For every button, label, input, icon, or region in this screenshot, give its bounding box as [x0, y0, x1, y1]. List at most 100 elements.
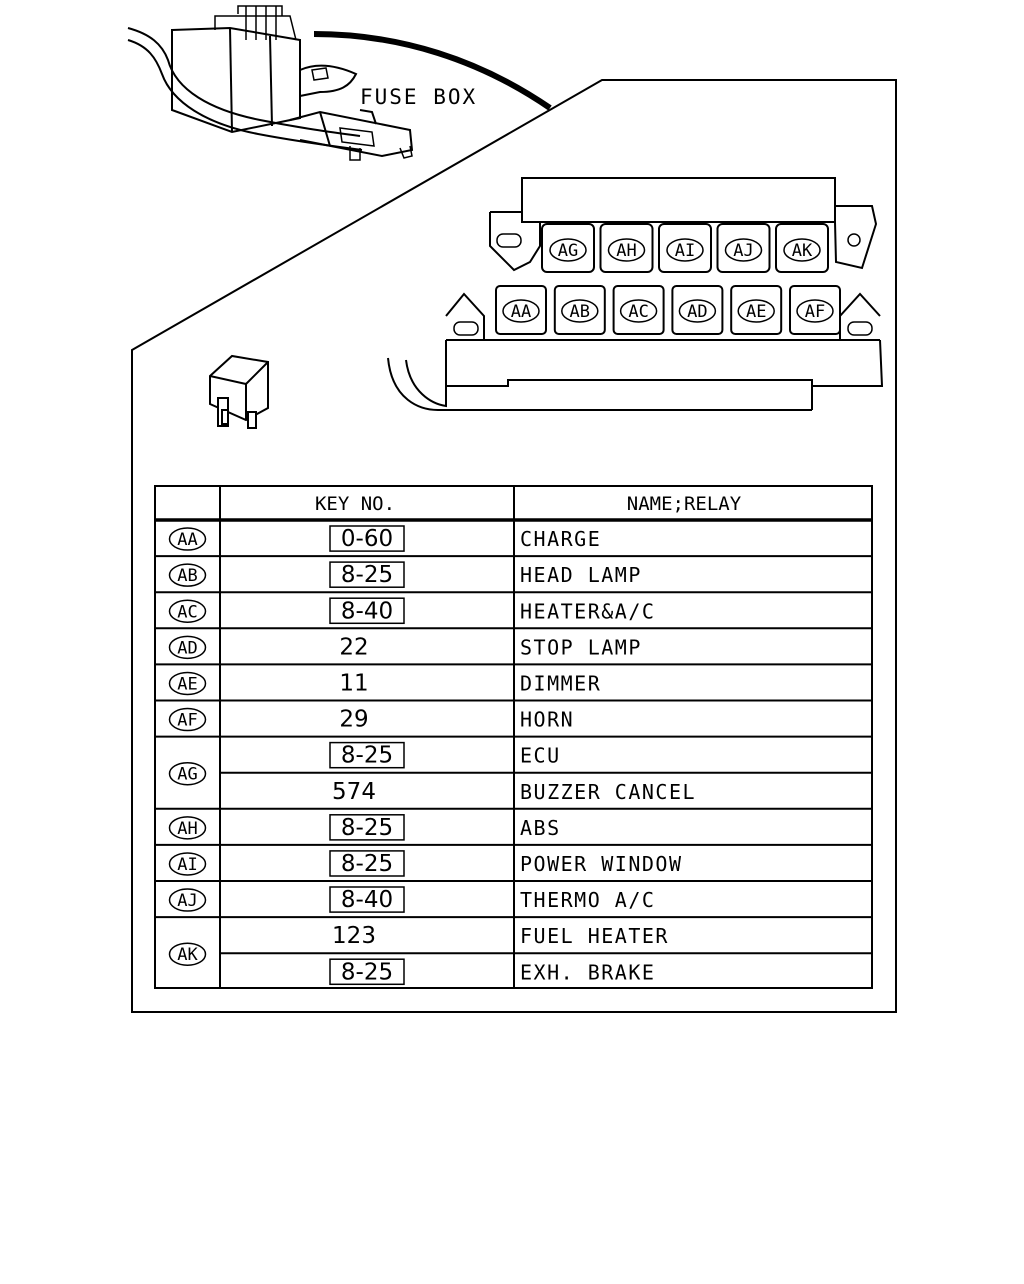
code-badge-outline — [561, 299, 599, 323]
code-badge-outline — [168, 816, 207, 840]
table-row: AJ 8-40 THERMO A/C — [155, 880, 872, 913]
key-number: 22 — [339, 634, 368, 660]
code-badge-outline — [549, 238, 587, 262]
relay-slot-label: AB — [561, 299, 599, 323]
code-badge-text: AJ — [733, 241, 753, 261]
key-number: 29 — [339, 707, 368, 733]
code-badge-outline — [607, 238, 646, 262]
code-badge-text: AA — [177, 530, 197, 550]
code-badge-text: AF — [805, 302, 825, 322]
code-badge-text: AF — [177, 711, 197, 731]
code-badge-outline — [168, 527, 207, 551]
relay-slot-ai: AI — [658, 223, 712, 273]
relay-slot-ak: AK — [775, 223, 829, 273]
relay-slot-body — [495, 285, 547, 335]
code-badge-text: AA — [511, 302, 531, 322]
relay-slot-aj: AJ — [716, 223, 771, 273]
relay-name: BUZZER CANCEL — [520, 780, 696, 804]
row-code-badge: AC — [168, 599, 207, 623]
code-badge-text: AC — [628, 302, 648, 322]
fuse-box-detail: AG AH AI AJ AK AA AB AC AD AE AF — [387, 177, 884, 411]
relay-slot-body — [553, 285, 606, 335]
code-badge-outline — [783, 238, 821, 262]
relay-slot-ae: AE — [730, 285, 783, 335]
relay-slot-body — [775, 223, 829, 273]
code-badge-outline — [796, 299, 834, 323]
key-number: 8-25 — [341, 959, 393, 985]
relay-slot-body — [730, 285, 783, 335]
code-badge-text: AD — [177, 638, 197, 658]
fuse-box-label: FUSE BOX — [360, 85, 477, 109]
relay-slot-body — [789, 285, 841, 335]
relay-slot-label: AE — [737, 299, 775, 323]
code-badge-text: AH — [177, 819, 197, 839]
relay-slot-label: AA — [502, 299, 540, 323]
table-row: 8-25 EXH. BRAKE — [220, 952, 872, 986]
row-code-badge: AI — [168, 852, 207, 876]
code-badge-outline — [168, 761, 207, 786]
key-number-box — [329, 561, 405, 588]
relay-slot-label: AD — [678, 299, 717, 323]
relay-slot-aa: AA — [495, 285, 547, 335]
code-badge-text: AB — [570, 302, 590, 322]
row-code-badge: AE — [168, 671, 207, 696]
code-badge-outline — [502, 299, 540, 323]
key-number-box — [329, 525, 405, 552]
relay-name: DIMMER — [520, 671, 601, 695]
code-badge-outline — [168, 599, 207, 623]
relay-slot-ab: AB — [553, 285, 606, 335]
relay-slot-body — [658, 223, 712, 273]
code-badge-outline — [168, 563, 207, 587]
row-code-badge: AK — [168, 942, 207, 966]
relay-slot-label: AJ — [724, 238, 763, 262]
relay-slot-ah: AH — [599, 223, 654, 273]
code-badge-text: AH — [616, 241, 636, 261]
key-number-box — [329, 814, 405, 841]
relay-name: ABS — [520, 816, 561, 840]
key-number: 8-25 — [341, 562, 393, 588]
header-key-no: KEY NO. — [315, 493, 395, 515]
relay-name: THERMO A/C — [520, 888, 655, 912]
key-number: 8-25 — [341, 815, 393, 841]
relay-slot-label: AG — [549, 238, 587, 262]
key-number-box — [329, 597, 405, 625]
relay-name: EXH. BRAKE — [520, 960, 655, 984]
code-badge-text: AC — [177, 602, 197, 622]
code-badge-text: AK — [177, 945, 198, 965]
relay-slot-body — [671, 285, 724, 335]
table-row: AH 8-25 ABS — [155, 807, 872, 841]
code-badge-text: AE — [746, 302, 766, 322]
code-badge-text: AD — [687, 302, 707, 322]
key-number: 11 — [339, 670, 368, 696]
key-number: 123 — [332, 923, 376, 949]
code-badge-text: AJ — [177, 891, 197, 911]
relay-slot-body — [599, 223, 654, 273]
relay-slot-label: AC — [619, 299, 658, 323]
code-badge-outline — [168, 888, 207, 912]
relay-slot-label: AF — [796, 299, 834, 323]
code-badge-outline — [666, 238, 704, 262]
key-number-box — [329, 886, 405, 913]
relay-name: ECU — [520, 744, 561, 768]
bottom-relay-row: AA AB AC AD AE AF — [495, 285, 841, 335]
row-code-badge: AB — [168, 563, 207, 587]
row-code-badge: AD — [168, 635, 207, 660]
key-number: 8-40 — [341, 887, 393, 913]
row-code-badge: AH — [168, 816, 207, 840]
key-number-box — [329, 958, 405, 986]
code-badge-text: AG — [558, 241, 578, 261]
key-number-box — [329, 850, 405, 877]
code-badge-outline — [724, 238, 763, 262]
key-number: 0-60 — [341, 526, 393, 552]
code-badge-text: AK — [792, 241, 813, 261]
relay-slot-ac: AC — [612, 285, 665, 335]
row-code-badge: AF — [168, 707, 207, 732]
